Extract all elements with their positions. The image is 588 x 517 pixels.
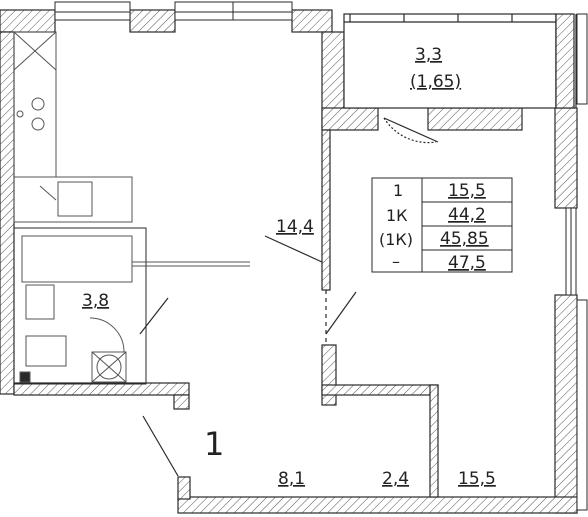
legend-total-with-balcony-full: 47,5 [448,253,486,273]
door-bedroom [325,291,357,335]
wall-storage-top [321,384,439,396]
wall-top-mid [129,9,176,33]
legend-living-area: 15,5 [448,181,486,201]
wall-balcony-bottom [321,107,379,131]
kitchen-fixtures [13,31,133,223]
legend-total-area: 44,2 [448,205,486,225]
wall-bottom-left-stub [173,394,190,410]
kitchen-area: 14,4 [276,217,314,237]
wall-partition-upper [321,129,331,291]
hall-area: 8,1 [278,469,305,489]
window-top-1 [54,1,131,21]
door-bathroom [139,297,169,335]
wall-bottom-left-corner [177,476,191,500]
balcony-area: 3,3 [415,45,442,65]
balcony [343,13,577,109]
doors [139,117,439,477]
wall-left [0,31,15,395]
legend-dash: – [392,252,400,271]
wall-storage-right [429,384,439,498]
wall-right-lower [554,294,578,514]
legend-type: 1К [386,206,408,225]
window-right-3 [576,299,588,511]
balcony-reduced-area: (1,65) [410,72,461,92]
wall-balcony-bottom-right [427,107,523,131]
wall-right [554,107,578,209]
legend-type-alt: (1К) [379,230,413,249]
door-kitchen [264,235,323,263]
bathroom-area: 3,8 [82,291,109,311]
storage-area: 2,4 [382,469,409,489]
bathroom-fixtures [13,227,250,385]
wall-top-left [0,9,56,33]
legend-table [371,177,513,273]
door-entrance [142,415,179,477]
bedroom-area: 15,5 [458,469,496,489]
windows [54,1,588,511]
wall-partition-lower [321,344,337,406]
wall-bottom-left [13,382,190,396]
legend-rooms-count: 1 [393,181,403,200]
wall-top-right [291,9,333,33]
door-balcony [383,117,439,143]
window-right-2 [576,13,588,105]
apartment-number: 1 [204,425,224,463]
legend-total-with-balcony: 45,85 [440,229,489,249]
wall-bottom [177,496,578,514]
